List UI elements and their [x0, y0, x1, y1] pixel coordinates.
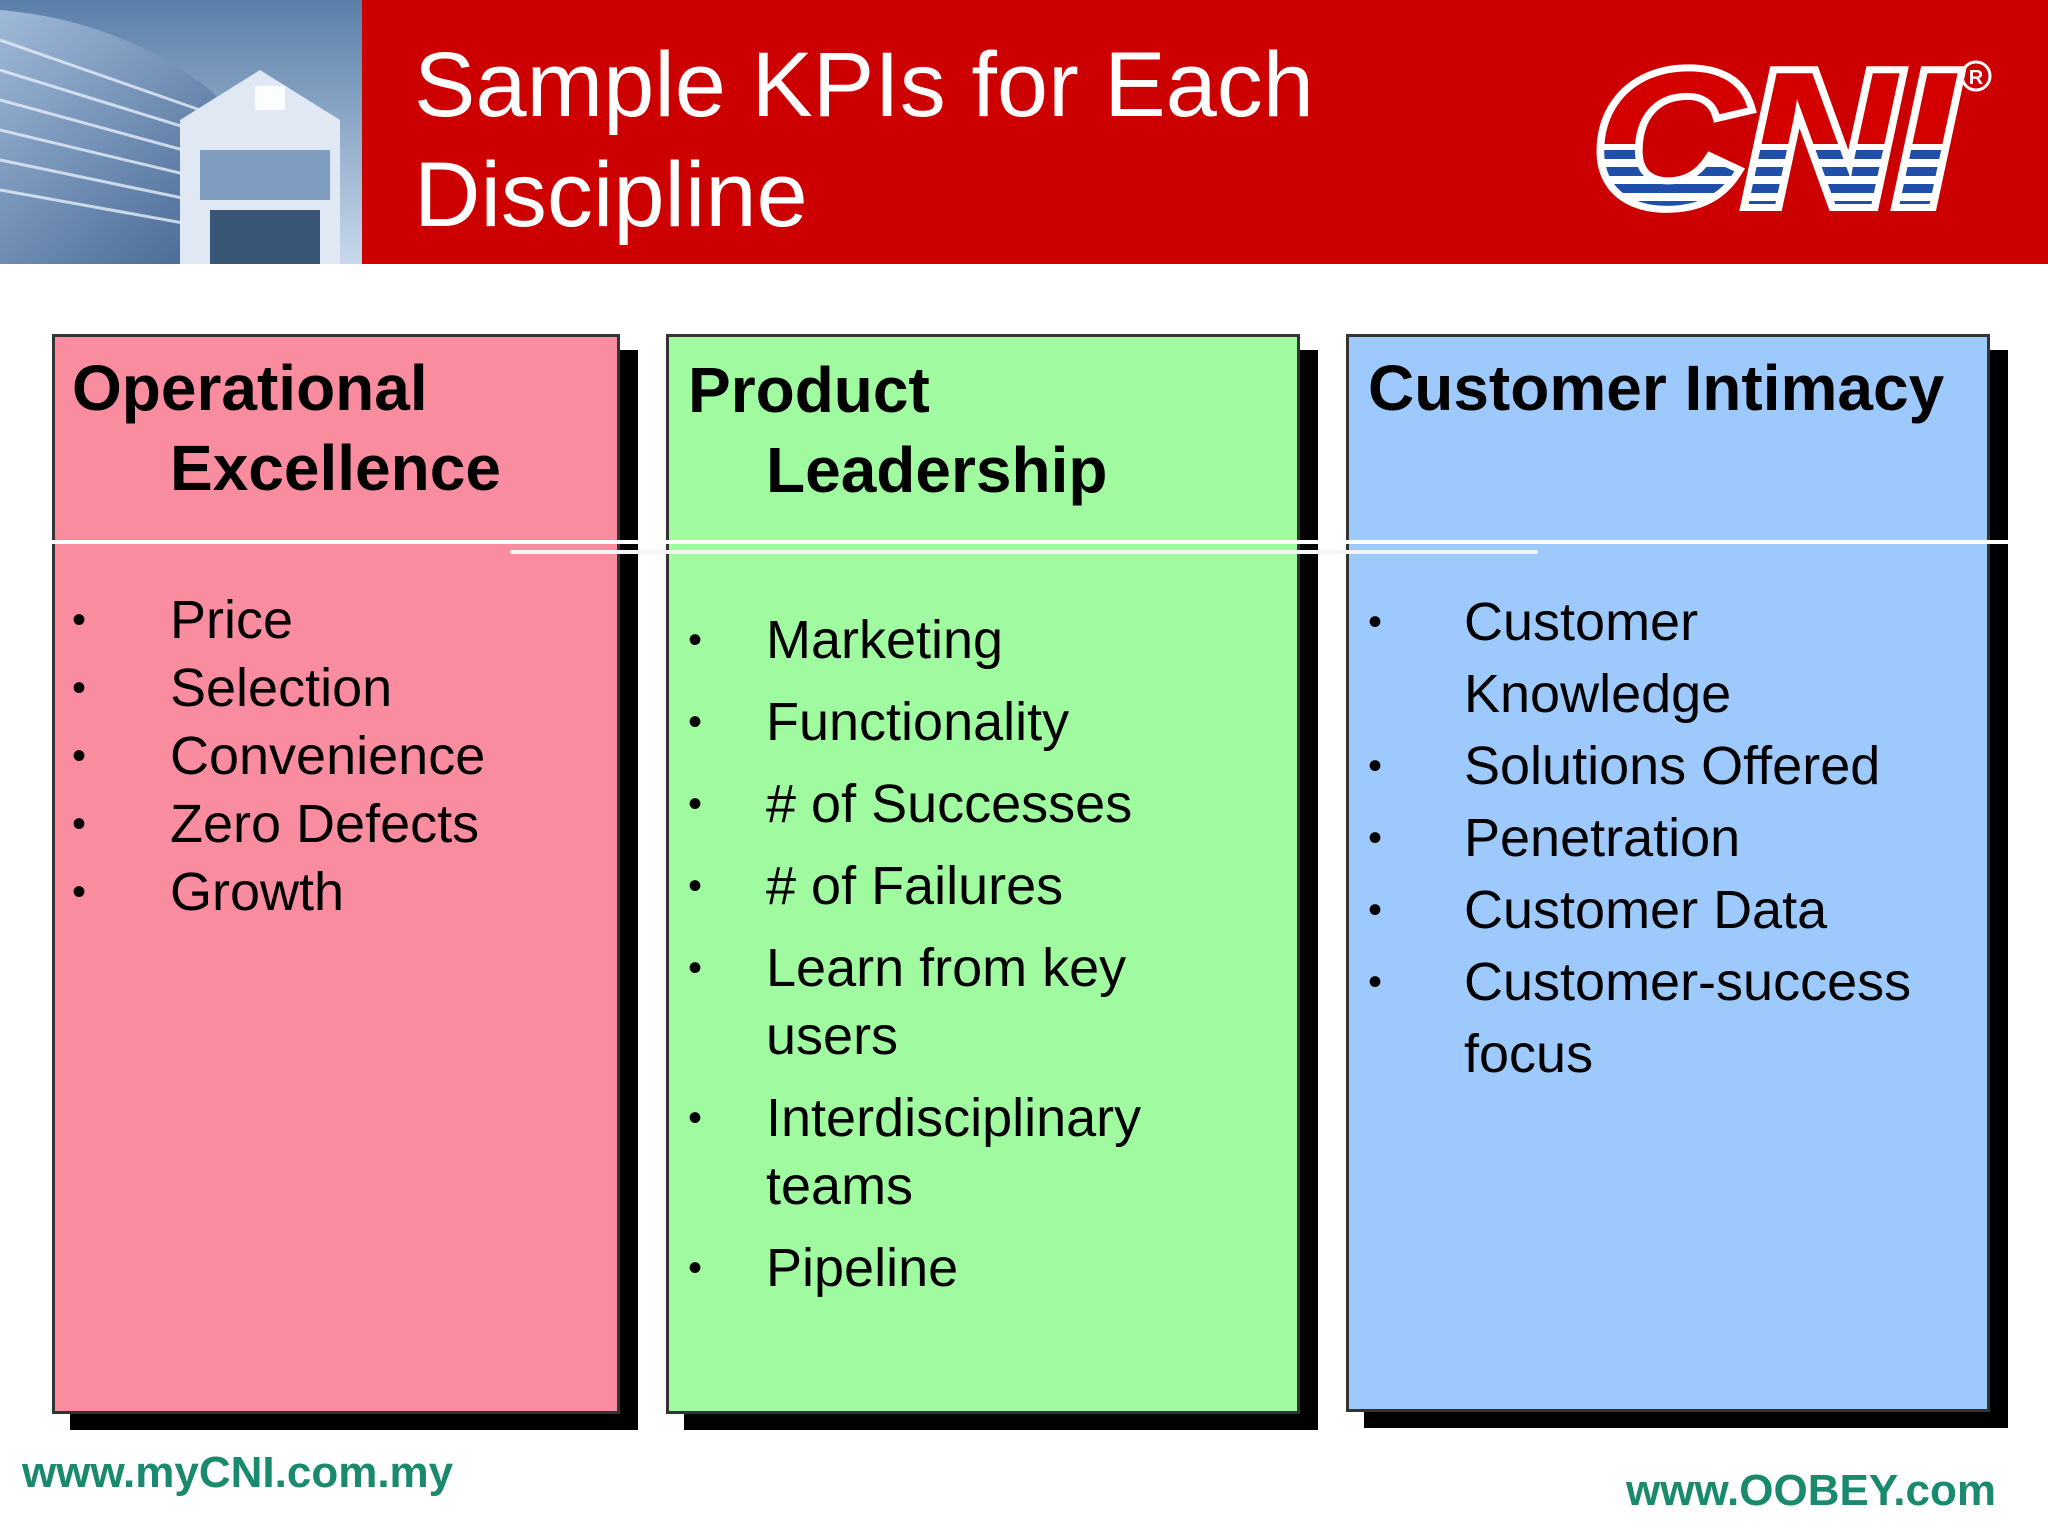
- list-item: • Price: [72, 586, 485, 654]
- list-item-text: Customer Data: [1464, 880, 1828, 940]
- list-item-text: Pipeline: [766, 1238, 959, 1298]
- bullet: •: [688, 946, 703, 990]
- bullet: •: [688, 1096, 703, 1140]
- list-item-text: Penetration: [1464, 808, 1741, 868]
- footer-url-left[interactable]: www.myCNI.com.my: [22, 1448, 454, 1497]
- list-item-text: Selection: [170, 658, 393, 718]
- slide-header: Sample KPIs for Each Discipline CNI CNI …: [0, 0, 2048, 264]
- column-1-title: Operational Excellence: [72, 348, 501, 508]
- column-operational-excellence: [52, 334, 620, 1414]
- column-2-title: Product Leadership: [688, 350, 1107, 510]
- bullet: •: [72, 870, 87, 914]
- bullet: •: [688, 700, 703, 744]
- column-1-title-line1: Operational: [72, 352, 428, 424]
- list-item-text: Interdisciplinary teams: [766, 1088, 1142, 1216]
- svg-text:R: R: [1969, 67, 1984, 89]
- bullet: •: [1368, 600, 1383, 644]
- bullet: •: [72, 598, 87, 642]
- list-item-text: # of Failures: [766, 856, 1064, 916]
- list-item-text: Convenience: [170, 726, 486, 786]
- slide-title: Sample KPIs for Each Discipline: [414, 34, 1314, 246]
- list-item-text: Marketing: [766, 610, 1004, 670]
- column-customer-intimacy: [1346, 334, 1990, 1412]
- list-item-text: Price: [170, 590, 294, 650]
- bullet: •: [72, 802, 87, 846]
- column-product-leadership: [666, 334, 1300, 1414]
- bullet: •: [1368, 816, 1383, 860]
- bullet: •: [688, 864, 703, 908]
- column-1-list: • Price • Selection • Convenience • Zero Def…: [72, 586, 485, 926]
- header-divider-accent: [510, 550, 1538, 554]
- list-item: • Selection: [72, 654, 485, 722]
- building-photo: [0, 0, 362, 264]
- cni-logo: CNI CNI R: [1587, 26, 2000, 252]
- bullet: •: [1368, 960, 1383, 1004]
- list-item-text: Solutions Offered: [1464, 736, 1881, 796]
- list-item: • Zero Defects: [72, 790, 485, 858]
- list-item-text: # of Successes: [766, 774, 1133, 834]
- bullet: •: [688, 1246, 703, 1290]
- column-3-title-line1: Customer Intimacy: [1368, 352, 1945, 424]
- list-item-text: Learn from key users: [766, 938, 1127, 1066]
- header-divider: [50, 540, 2010, 544]
- column-3-title: Customer Intimacy: [1368, 348, 1944, 428]
- list-item-text: Customer-success focus: [1464, 952, 1912, 1084]
- column-2-title-line2: Leadership: [766, 434, 1108, 506]
- column-1-title-line2: Excellence: [170, 432, 501, 504]
- column-2-title-line1: Product: [688, 354, 930, 426]
- bullet: •: [72, 666, 87, 710]
- bullet: •: [688, 782, 703, 826]
- list-item-text: Customer Knowledge: [1464, 592, 1732, 724]
- list-item: • Convenience: [72, 722, 485, 790]
- list-item: • Growth: [72, 858, 485, 926]
- footer-url-right[interactable]: www.OOBEY.com: [1626, 1466, 1997, 1515]
- bullet: •: [1368, 888, 1383, 932]
- list-item-text: Zero Defects: [170, 794, 480, 854]
- bullet: •: [688, 618, 703, 662]
- list-item-text: Functionality: [766, 692, 1070, 752]
- bullet: •: [1368, 744, 1383, 788]
- bullet: •: [72, 734, 87, 778]
- list-item-text: Growth: [170, 862, 345, 922]
